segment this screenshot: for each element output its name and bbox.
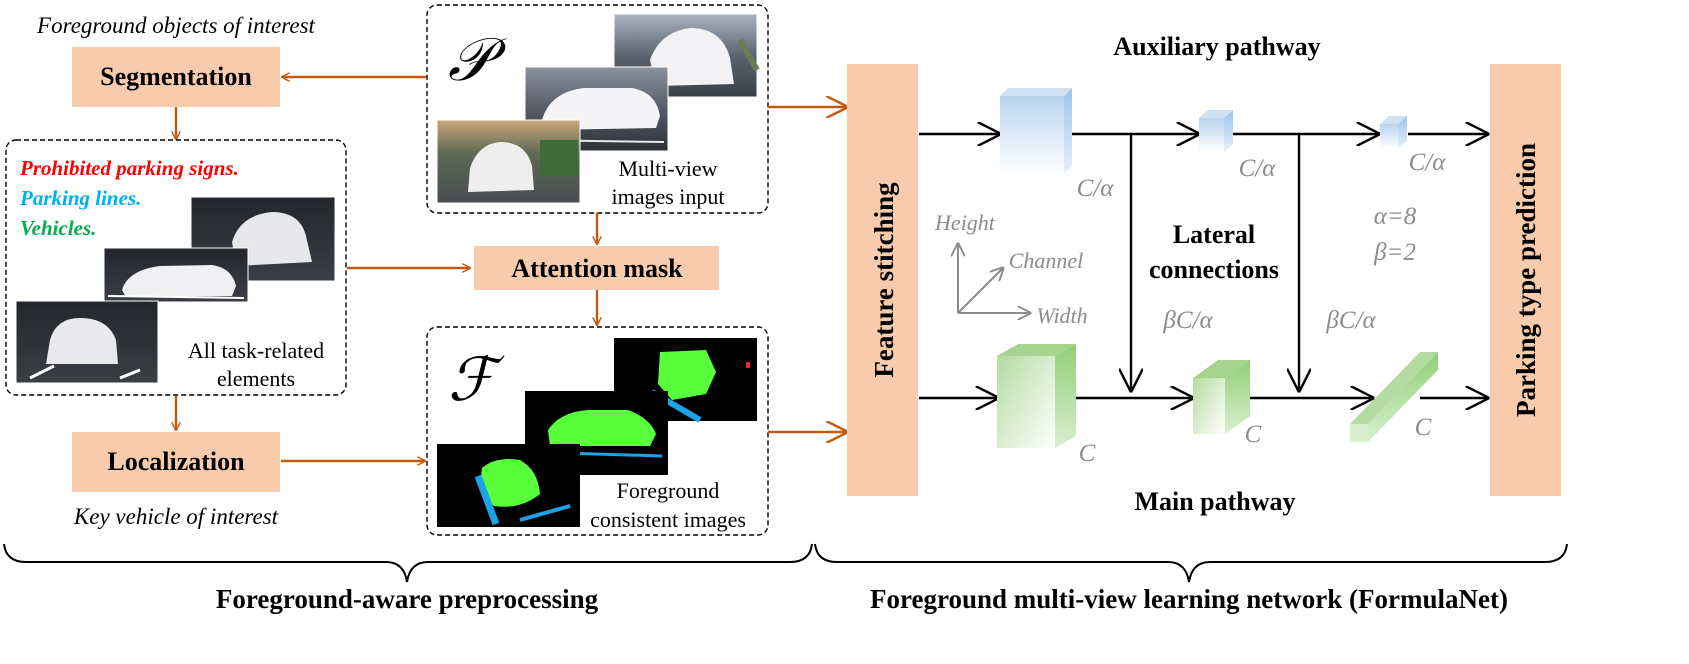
legend-prohibited-signs: Prohibited parking signs. bbox=[19, 156, 239, 180]
auxiliary-pathway-label: Auxiliary pathway bbox=[1113, 32, 1320, 61]
lateral-channel-label-1: βC/α bbox=[1162, 307, 1213, 334]
main-pathway-label: Main pathway bbox=[1134, 487, 1295, 516]
prediction-box: Parking type prediction bbox=[1490, 64, 1561, 496]
lateral-channel-label-2: βC/α bbox=[1325, 307, 1376, 334]
legend-parking-lines: Parking lines. bbox=[19, 186, 141, 210]
axis-width-label: Width bbox=[1036, 303, 1087, 328]
axis-height-label: Height bbox=[934, 210, 996, 235]
main-feature-block-3 bbox=[1350, 352, 1438, 442]
attention-mask-label: Attention mask bbox=[511, 254, 683, 283]
axis-channel-arrow bbox=[957, 268, 1003, 314]
main-block-1-label: C bbox=[1079, 440, 1096, 467]
mask-photo-front bbox=[437, 444, 580, 527]
localization-label: Localization bbox=[107, 447, 245, 476]
foreground-images-panel: ℱ Foreground consistent images bbox=[426, 326, 769, 536]
multiview-input-panel: 𝒫 Multi-view images input bbox=[426, 4, 769, 214]
aux-block-2-label: C/α bbox=[1239, 155, 1277, 182]
aux-block-1-label: C/α bbox=[1077, 175, 1115, 202]
f-symbol: ℱ bbox=[448, 347, 505, 413]
main-block-3-label: C bbox=[1415, 414, 1432, 441]
main-block-2-label: C bbox=[1245, 421, 1262, 448]
lateral-label-1: Lateral bbox=[1173, 220, 1255, 249]
task-photo-mid bbox=[103, 247, 249, 303]
p-symbol: 𝒫 bbox=[448, 27, 507, 93]
left-brace bbox=[3, 543, 813, 583]
localization-box: Localization bbox=[72, 432, 280, 492]
multiview-caption-1: Multi-view bbox=[619, 156, 718, 181]
axis-channel-label: Channel bbox=[1009, 248, 1084, 273]
task-photo-front bbox=[15, 300, 159, 384]
foreground-caption-1: Foreground bbox=[617, 478, 720, 503]
aux-feature-block-1 bbox=[1000, 88, 1072, 174]
right-brace bbox=[814, 543, 1568, 583]
aux-feature-block-3 bbox=[1380, 116, 1407, 149]
main-feature-block-1 bbox=[997, 344, 1076, 448]
segmentation-label: Segmentation bbox=[100, 62, 252, 91]
input-photo-front bbox=[436, 119, 581, 204]
main-feature-block-2 bbox=[1193, 360, 1250, 434]
alpha-value: α=8 bbox=[1374, 203, 1417, 230]
legend-vehicles: Vehicles. bbox=[20, 216, 96, 240]
key-vehicle-caption: Key vehicle of interest bbox=[73, 504, 279, 529]
prediction-label: Parking type prediction bbox=[1511, 143, 1541, 417]
feature-stitching-box: Feature stitching bbox=[847, 64, 918, 496]
foreground-objects-caption: Foreground objects of interest bbox=[36, 13, 315, 38]
right-section-title: Foreground multi-view learning network (… bbox=[870, 584, 1508, 614]
lateral-label-2: connections bbox=[1149, 255, 1279, 284]
task-elements-caption-2: elements bbox=[217, 366, 295, 391]
attention-mask-box: Attention mask bbox=[474, 246, 719, 290]
task-elements-caption-1: All task-related bbox=[188, 338, 324, 363]
aux-block-3-label: C/α bbox=[1409, 149, 1447, 176]
left-section-title: Foreground-aware preprocessing bbox=[216, 584, 599, 614]
task-elements-panel: Prohibited parking signs. Parking lines.… bbox=[5, 139, 347, 396]
aux-feature-block-2 bbox=[1199, 110, 1233, 152]
segmentation-box: Segmentation bbox=[72, 47, 280, 107]
foreground-caption-2: consistent images bbox=[590, 507, 746, 532]
feature-stitching-label: Feature stitching bbox=[869, 182, 899, 378]
multiview-caption-2: images input bbox=[611, 184, 724, 209]
beta-value: β=2 bbox=[1373, 239, 1416, 266]
axes-legend: Height Channel Width bbox=[934, 210, 1088, 328]
